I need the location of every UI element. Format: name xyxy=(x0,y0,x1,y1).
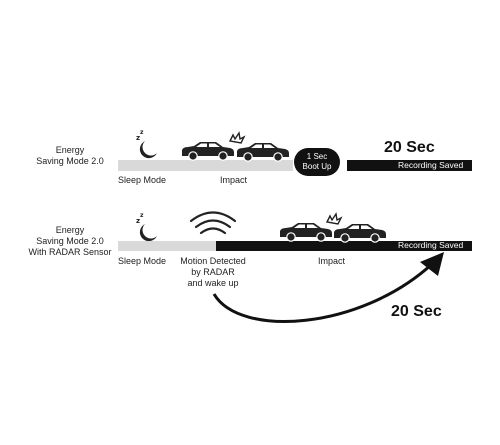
svg-text:z: z xyxy=(140,212,144,219)
recording-bar-row2 xyxy=(216,241,472,251)
impact-label: Impact xyxy=(220,175,248,185)
impact-label: Impact xyxy=(318,256,346,266)
recording-saved-label: Recording Saved xyxy=(398,160,464,170)
car-icon xyxy=(236,142,290,162)
mode-label-line: Energy xyxy=(55,145,85,155)
motion-line: by RADAR xyxy=(191,267,235,277)
collision-icon xyxy=(228,131,246,144)
boot-badge xyxy=(294,148,340,176)
mode-label-line: Saving Mode 2.0 xyxy=(36,236,104,246)
car-icon xyxy=(279,222,333,242)
curved-arrow-icon xyxy=(212,252,444,323)
svg-text:z: z xyxy=(136,217,140,225)
boot-line: Boot Up xyxy=(302,162,332,171)
duration-label-row2: 20 Sec xyxy=(391,303,442,320)
svg-text:z: z xyxy=(140,129,144,136)
recording-bar-row1 xyxy=(347,160,472,171)
sleep-bar-row2 xyxy=(118,241,216,251)
motion-line: and wake up xyxy=(187,278,239,288)
collision-icon xyxy=(325,212,343,225)
mode-label-row2: Energy Saving Mode 2.0 With RADAR Sensor xyxy=(26,225,114,258)
car-icon xyxy=(333,223,387,243)
motion-detected-label: Motion Detected by RADAR and wake up xyxy=(168,256,258,289)
motion-line: Motion Detected xyxy=(180,256,246,266)
sleep-mode-label: Sleep Mode xyxy=(118,256,167,266)
car-icon xyxy=(181,141,235,161)
mode-label-row1: Energy Saving Mode 2.0 xyxy=(30,145,110,167)
mode-label-line: With RADAR Sensor xyxy=(28,247,112,257)
radar-wave-icon xyxy=(189,211,237,235)
boot-line: 1 Sec xyxy=(306,152,328,161)
sleep-bar-row1 xyxy=(118,160,293,171)
boot-up-label: 1 Sec Boot Up xyxy=(294,152,340,172)
mode-label-line: Saving Mode 2.0 xyxy=(36,156,104,166)
sleep-mode-label: Sleep Mode xyxy=(118,175,167,185)
moon-sleep-icon: z z xyxy=(136,212,157,242)
recording-saved-label: Recording Saved xyxy=(398,240,464,250)
duration-label-row1: 20 Sec xyxy=(384,139,435,156)
mode-label-line: Energy xyxy=(55,225,85,235)
moon-sleep-icon: z z xyxy=(136,129,157,159)
svg-text:z: z xyxy=(136,134,140,142)
